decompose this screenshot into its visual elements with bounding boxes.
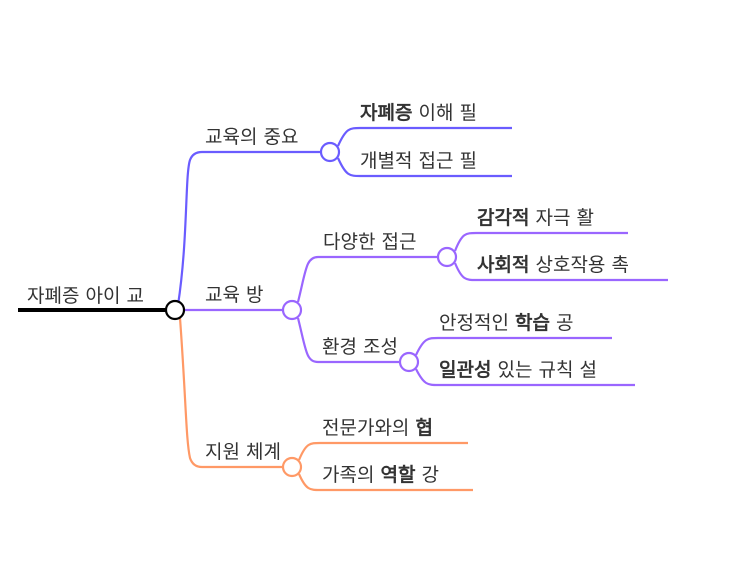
leaf-pre: 전문가와의 [322,417,415,439]
leaf-social: 사회적 상호작용 촉 [477,254,629,276]
branch-method-edges [184,231,668,387]
leaf-family-role: 가족의 역할 강 [322,463,439,486]
node-approach[interactable] [436,246,458,268]
node-support[interactable] [281,456,303,478]
leaf-rest: 있는 규칙 설 [491,359,597,381]
leaf-rest: 자극 활 [529,207,594,229]
leaf-bold: 사회적 [477,254,529,276]
leaf-rest: 이해 필 [412,102,477,124]
branch-support-edges [178,317,473,492]
leaf-rest: 강 [415,464,439,486]
branch-support-label: 지원 체계 [205,441,281,463]
leaf-rest: 개별적 접근 필 [360,150,477,172]
sub-environment-label: 환경 조성 [322,336,398,358]
branch-importance-edges [176,126,512,306]
root-node[interactable] [164,299,186,321]
leaf-pre: 안정적인 [439,312,515,334]
root-label: 자폐증 아이 교 [27,285,144,307]
leaf-pre: 가족의 [322,464,380,486]
leaf-bold: 학습 [515,312,550,334]
leaf-individual: 개별적 접근 필 [360,150,477,172]
leaf-rest: 상호작용 촉 [529,254,628,276]
branch-importance-label: 교육의 중요 [205,126,298,148]
leaf-rest: 공 [550,312,574,334]
leaf-bold: 역할 [380,463,415,486]
leaf-stable-space: 안정적인 학습 공 [439,312,573,334]
node-method[interactable] [281,299,303,321]
leaf-expert-collab: 전문가와의 협 [322,417,433,439]
node-environment[interactable] [398,351,420,373]
leaf-bold: 협 [415,417,432,439]
leaf-consistent-rules: 일관성 있는 규칙 설 [439,359,597,381]
leaf-sensory: 감각적 자극 활 [477,207,594,229]
leaf-bold: 일관성 [439,359,491,381]
leaf-bold: 자폐증 [360,102,412,124]
branch-method-label: 교육 방 [205,284,263,306]
sub-approach-label: 다양한 접근 [323,231,416,253]
node-importance[interactable] [319,141,341,163]
leaf-bold: 감각적 [477,207,529,229]
leaf-understanding: 자폐증 이해 필 [360,102,477,124]
